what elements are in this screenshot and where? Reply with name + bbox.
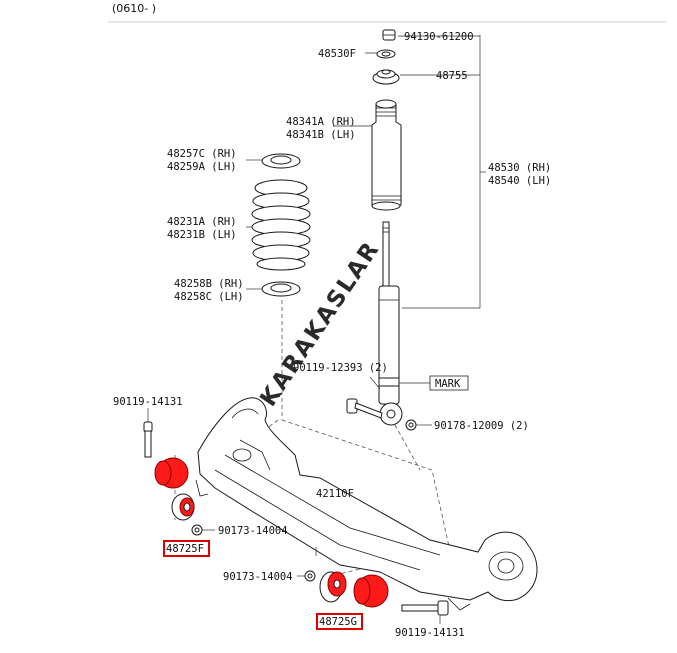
bolt-leader (369, 376, 381, 390)
callout-48530: 48530 (RH) (488, 162, 551, 174)
callout-48259a: 48259A (LH) (167, 161, 237, 173)
callout-48725f: 48725F (166, 543, 204, 555)
washer-icon (376, 49, 396, 59)
upper-spring-seat-icon (246, 153, 301, 169)
shock-absorber-icon (378, 221, 403, 426)
nut-icon (382, 29, 396, 41)
callout-48231a: 48231A (RH) (167, 216, 237, 228)
date-range-label: (0610- ) (112, 2, 156, 15)
callout-48341a: 48341A (RH) (286, 116, 356, 128)
callout-48530f: 48530F (318, 48, 356, 60)
rear-axle-beam-icon (195, 397, 538, 611)
callout-90119-14131-bottom: 90119-14131 (395, 627, 465, 639)
callout-90119-12393: 90119-12393 (2) (293, 362, 388, 374)
axle-left-bushing-icon (154, 457, 189, 489)
callout-90173-14004-left: 90173-14004 (223, 571, 293, 583)
callout-48725g: 48725G (319, 616, 357, 628)
bushing-48725g-icon (319, 571, 347, 603)
lower-spring-seat-icon (246, 281, 301, 297)
callout-94130-61200: 94130-61200 (404, 31, 474, 43)
axle-right-bushing-icon (353, 574, 389, 608)
callout-48755: 48755 (436, 70, 468, 82)
callout-48540: 48540 (LH) (488, 175, 551, 187)
callout-48258c: 48258C (LH) (174, 291, 244, 303)
callout-48231b: 48231B (LH) (167, 229, 237, 241)
bump-stopper-dust-boot-icon (371, 99, 402, 211)
mark-label: MARK (435, 378, 461, 390)
highlight-box-48725f (163, 540, 210, 557)
callout-48258b: 48258B (RH) (174, 278, 244, 290)
shock-bolt-icon (346, 398, 383, 419)
callout-90178-12009: 90178-12009 (2) (434, 420, 529, 432)
axle-bolt-bottom-icon (401, 600, 449, 624)
shock-absorber-bracket (333, 35, 486, 309)
mark-box (429, 375, 469, 391)
callout-90173-14004-right: 90173-14004 (218, 525, 288, 537)
axle-nut-left-icon (297, 570, 316, 582)
axle-nut-right-icon (191, 524, 215, 536)
coil-spring-icon (246, 179, 311, 271)
axle-bolt-top-icon (143, 408, 153, 458)
callout-90119-14131-top: 90119-14131 (113, 396, 183, 408)
callout-48257c: 48257C (RH) (167, 148, 237, 160)
callout-labels: 94130-61200 48530F 48755 48341A (RH) 483… (113, 31, 551, 639)
bushing-48725f-icon (171, 493, 195, 521)
shock-mount-support-icon (372, 69, 400, 85)
highlight-box-48725g (316, 613, 363, 630)
callout-42110f: 42110F (316, 488, 354, 500)
callout-48341b: 48341B (LH) (286, 129, 356, 141)
shock-nut-icon (405, 419, 432, 431)
